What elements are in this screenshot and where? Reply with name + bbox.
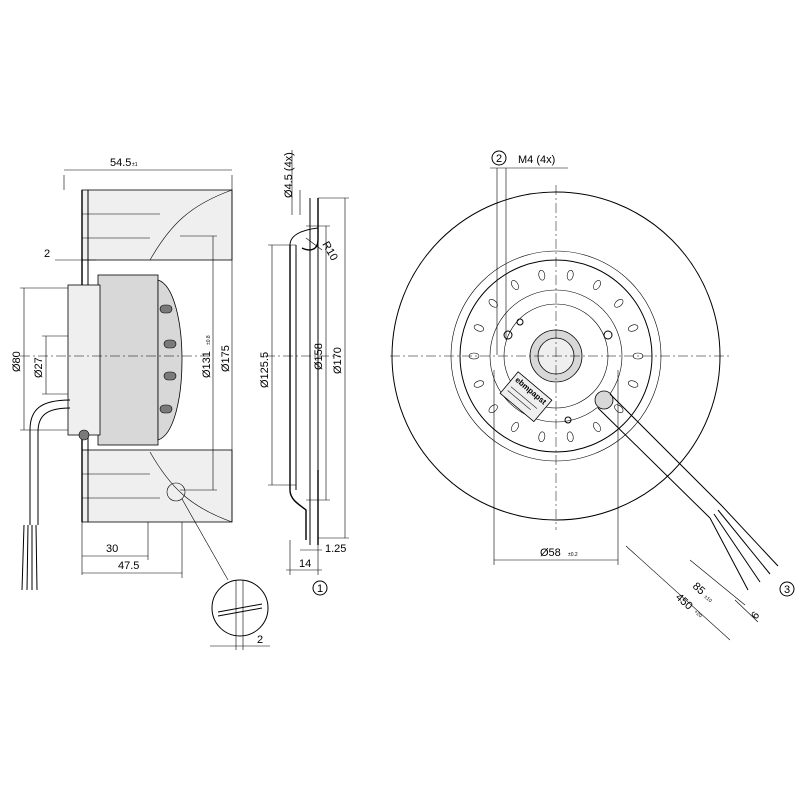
- dim-dia-125-5: Ø125.5: [259, 352, 271, 388]
- mount-hole-1: [503, 330, 513, 340]
- callout-2-circle: [491, 150, 507, 166]
- dim-hole-dia: Ø4.5 (4x): [283, 152, 295, 198]
- vent-hole: [566, 431, 574, 443]
- cable: [29, 399, 71, 525]
- dim-r10: R10: [319, 240, 339, 263]
- vent-hole: [538, 269, 546, 281]
- callout-3-circle: [779, 581, 795, 597]
- dim-dia-131: Ø131: [201, 351, 213, 378]
- blade-curve-bottom: [149, 451, 233, 523]
- dim-m4-thread: M4 (4x): [518, 154, 555, 166]
- dim-dia-58-tol: ±0.2: [568, 552, 578, 558]
- vent-hole: [511, 280, 519, 290]
- dim-dia-170: Ø170: [332, 347, 344, 374]
- dim-14: 14: [299, 558, 311, 570]
- cable-leads: [21, 524, 38, 591]
- vent-hole: [566, 269, 574, 281]
- detail-view: 2: [210, 579, 270, 650]
- callout-1-circle: [312, 580, 328, 596]
- dim-54-5: 54.5: [110, 157, 131, 169]
- vent-hole: [593, 422, 601, 432]
- dim-dia-80: Ø80: [11, 351, 23, 372]
- detail-circle: [211, 579, 269, 637]
- cooling-slots: [159, 304, 177, 414]
- dim-2-offset: 2: [44, 248, 50, 260]
- vent-hole: [473, 380, 485, 388]
- dim-dia-58: Ø58: [540, 547, 561, 559]
- dim-1-25: 1.25: [325, 543, 346, 555]
- vent-hole: [538, 431, 546, 443]
- dim-lead-85: 85: [690, 580, 707, 597]
- mount-hole-2: [603, 330, 613, 340]
- callout-1: 1: [317, 583, 323, 595]
- vent-hole: [614, 299, 624, 308]
- inlet-ring-profile: [289, 198, 319, 545]
- motor-housing: [97, 274, 159, 446]
- dim-30: 30: [106, 543, 118, 555]
- dim-lead-85-tol: ±10: [703, 594, 713, 604]
- motor-dome: [157, 279, 183, 441]
- vent-hole: [511, 422, 519, 432]
- dim-lead-450: 450: [673, 591, 695, 612]
- dim-lead-450-tol: +20: [693, 609, 703, 619]
- vent-hole: [593, 280, 601, 290]
- mount-hole-4: [564, 416, 572, 424]
- front-cable: [597, 393, 723, 519]
- callout-2: 2: [496, 153, 502, 165]
- front-cable-leads: [709, 505, 779, 591]
- blade-curve-top: [149, 189, 233, 261]
- vent-hole: [627, 380, 639, 388]
- dim-47-5: 47.5: [118, 560, 139, 572]
- dim-54-5-tol: ±1: [132, 162, 138, 168]
- dim-dia-175: Ø175: [220, 345, 232, 372]
- dim-dia-131-tol: ±0.8: [206, 335, 212, 345]
- dim-dia-27: Ø27: [33, 357, 45, 378]
- vent-holes: [468, 269, 644, 443]
- side-view: 54.5 ±1 2 Ø80 Ø27 Ø131 ±0.8 Ø175 30 47.5: [11, 157, 233, 591]
- cable-outlet: [594, 390, 614, 410]
- vent-hole: [614, 404, 624, 413]
- dim-strip-6: 6: [749, 610, 762, 622]
- front-view: ebmpapst 2 M4 (4x) Ø58 ±0.2: [390, 150, 795, 641]
- dim-detail-2: 2: [257, 634, 263, 646]
- vent-hole: [473, 324, 485, 332]
- vent-hole: [627, 324, 639, 332]
- section-view: Ø4.5 (4x) R10 Ø125.5 Ø158 Ø170 1.25 14 1: [259, 150, 349, 596]
- motor-flange: [67, 284, 101, 436]
- dim-dia-158: Ø158: [313, 343, 325, 370]
- vent-hole: [488, 404, 498, 413]
- callout-3: 3: [784, 584, 790, 596]
- impeller-blades-bottom: [81, 449, 233, 523]
- cable-gland: [78, 429, 90, 441]
- detail-marker: [166, 482, 186, 502]
- mount-hole-3: [516, 318, 524, 326]
- impeller-blades-top: [81, 189, 233, 261]
